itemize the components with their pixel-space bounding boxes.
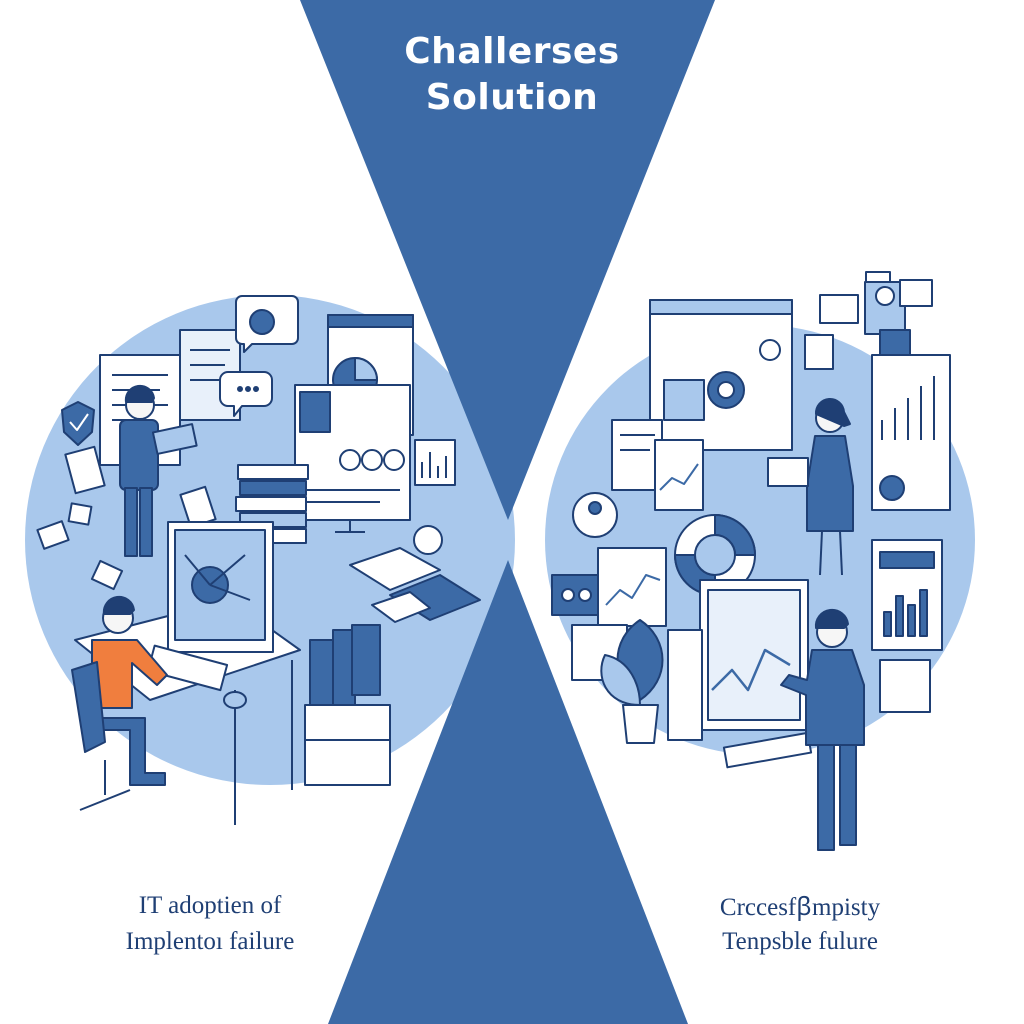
mouse-icon bbox=[223, 691, 247, 709]
left-caption-line-1: IT adoptien of bbox=[138, 892, 282, 919]
location-pin-icon bbox=[413, 525, 443, 555]
bar-chart-icon bbox=[414, 439, 456, 486]
bar-report-icon bbox=[871, 539, 943, 651]
right-caption-line-1: Crccesfꞵmpisty bbox=[719, 894, 881, 921]
standing-man-figure bbox=[119, 384, 198, 557]
donut-chart-icon bbox=[674, 514, 756, 596]
dashboard-window-icon bbox=[649, 299, 793, 451]
photo-card-icon bbox=[879, 659, 931, 713]
line-chart-panel-icon bbox=[597, 547, 667, 627]
hourglass-bottom-shape bbox=[328, 560, 688, 1024]
potted-plant-icon bbox=[600, 619, 664, 744]
profile-bubble-icon bbox=[572, 492, 618, 538]
woman-presenter-figure bbox=[767, 397, 854, 576]
puzzle-pieces-icon bbox=[349, 547, 481, 623]
left-caption-line-2: Implentoı failure bbox=[125, 928, 295, 955]
video-call-panel-icon bbox=[551, 574, 601, 616]
hourglass-top-shape bbox=[300, 0, 715, 520]
speech-bubble-icon bbox=[219, 371, 273, 417]
team-chat-icons bbox=[804, 271, 933, 370]
page-title-line-2: Solution bbox=[425, 77, 599, 118]
man-presenter-figure bbox=[780, 608, 865, 851]
shield-check-icon bbox=[61, 401, 95, 446]
right-caption-line-2: Tenpsble fulure bbox=[722, 928, 878, 955]
binder-cabinet-icon bbox=[304, 624, 391, 786]
page-title-line-1: Challerses bbox=[404, 31, 620, 72]
scattered-papers bbox=[36, 445, 217, 591]
growth-report-icon bbox=[871, 354, 951, 511]
left-scene bbox=[36, 295, 481, 825]
right-scene bbox=[551, 271, 951, 851]
dashboard-monitor-icon bbox=[294, 384, 411, 533]
seated-worker-figure bbox=[71, 595, 168, 811]
computer-monitor-icon bbox=[167, 521, 274, 653]
analytics-monitor-icon bbox=[667, 579, 813, 769]
pie-bubble-icon bbox=[235, 295, 299, 353]
side-report-panels bbox=[611, 419, 704, 511]
